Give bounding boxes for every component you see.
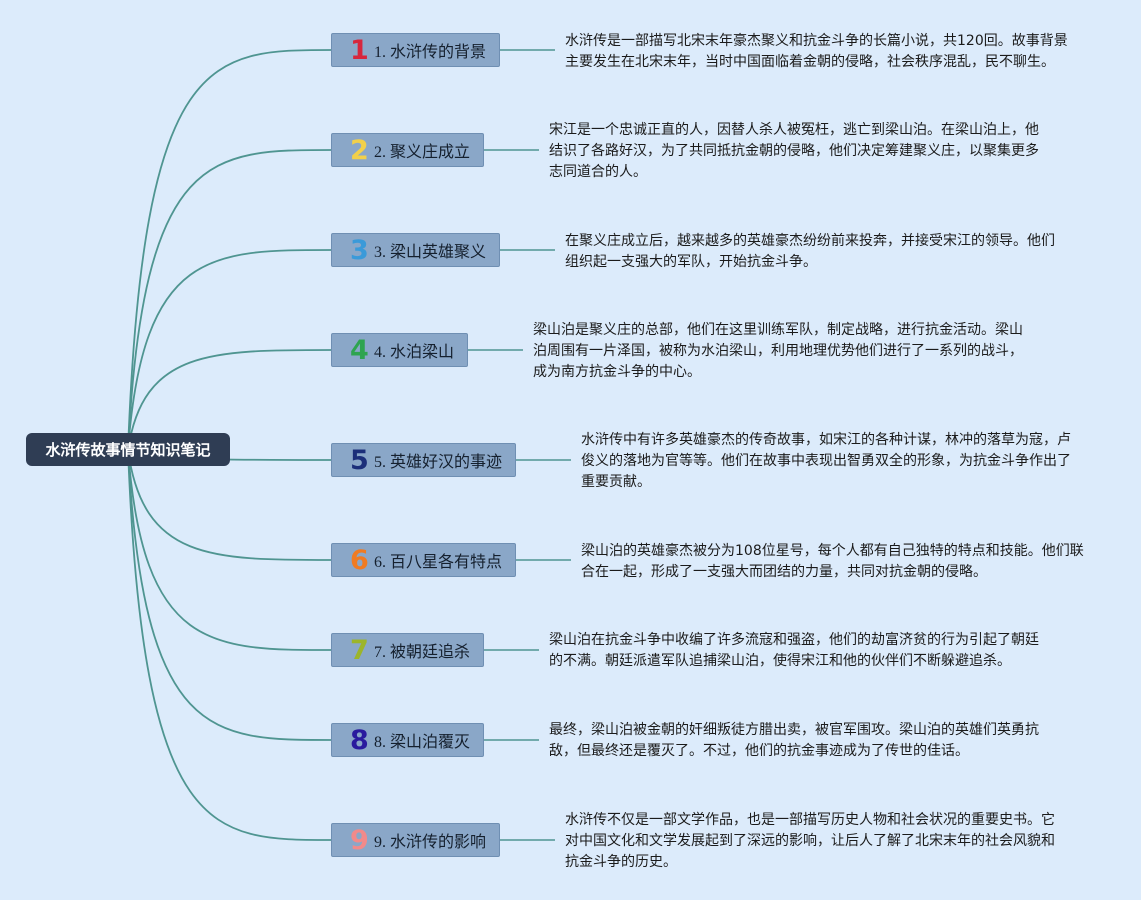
branch-description-2: 宋江是一个忠诚正直的人，因替人杀人被冤枉，逃亡到梁山泊。在梁山泊上，他结识了各路…	[549, 120, 1039, 183]
number-badge-icon: 7	[350, 634, 369, 666]
branch-title: 9. 水浒传的影响	[374, 834, 487, 851]
description-line: 宋江是一个忠诚正直的人，因替人杀人被冤枉，逃亡到梁山泊。在梁山泊上，他	[549, 122, 1039, 138]
number-badge-icon: 8	[350, 724, 369, 756]
description-line: 组织起一支强大的军队，开始抗金斗争。	[565, 254, 817, 270]
root-title: 水浒传故事情节知识笔记	[45, 441, 211, 459]
branch-title: 4. 水泊梁山	[374, 344, 455, 361]
branch-topic-7[interactable]: 7 7. 被朝廷追杀	[331, 633, 484, 667]
description-line: 合在一起，形成了一支强大而团结的力量，共同对抗金朝的侵略。	[581, 564, 987, 580]
description-line: 结识了各路好汉，为了共同抵抗金朝的侵略，他们决定筹建聚义庄，以聚集更多	[549, 143, 1039, 159]
description-line: 梁山泊的英雄豪杰被分为108位星号，每个人都有自己独特的特点和技能。他们联	[581, 543, 1084, 559]
root-connector-3	[127, 249, 332, 451]
description-line: 梁山泊是聚义庄的总部，他们在这里训练军队，制定战略，进行抗金活动。梁山	[533, 322, 1023, 338]
description-line: 俊义的落地为官等等。他们在故事中表现出智勇双全的形象，为抗金斗争作出了	[581, 453, 1071, 469]
branch-title: 8. 梁山泊覆灭	[374, 734, 471, 751]
branch-title: 2. 聚义庄成立	[374, 144, 471, 161]
description-line: 最终，梁山泊被金朝的奸细叛徒方腊出卖，被官军围攻。梁山泊的英雄们英勇抗	[549, 722, 1039, 738]
root-connector-6	[127, 449, 332, 561]
branch-description-1: 水浒传是一部描写北宋末年豪杰聚义和抗金斗争的长篇小说，共120回。故事背景主要发…	[565, 31, 1068, 73]
root-connector-4	[127, 349, 332, 451]
branch-topic-3[interactable]: 3 3. 梁山英雄聚义	[331, 233, 500, 267]
description-line: 泊周围有一片泽国，被称为水泊梁山，利用地理优势他们进行了一系列的战斗，	[533, 343, 1023, 359]
branch-topic-6[interactable]: 6 6. 百八星各有特点	[331, 543, 516, 577]
branch-title: 6. 百八星各有特点	[374, 554, 503, 571]
branch-title: 7. 被朝廷追杀	[374, 644, 471, 661]
root-connector-8	[127, 449, 332, 741]
description-line: 水浒传不仅是一部文学作品，也是一部描写历史人物和社会状况的重要史书。它	[565, 812, 1055, 828]
description-line: 的不满。朝廷派遣军队追捕梁山泊，使得宋江和他的伙伴们不断躲避追杀。	[549, 653, 1011, 669]
root-connector-2	[127, 149, 332, 451]
description-line: 敌，但最终还是覆灭了。不过，他们的抗金事迹成为了传世的佳话。	[549, 743, 969, 759]
number-badge-icon: 3	[350, 234, 369, 266]
branch-description-9: 水浒传不仅是一部文学作品，也是一部描写历史人物和社会状况的重要史书。它对中国文化…	[565, 810, 1055, 873]
branch-topic-4[interactable]: 4 4. 水泊梁山	[331, 333, 468, 367]
branch-title: 3. 梁山英雄聚义	[374, 244, 487, 261]
number-badge-icon: 4	[350, 334, 369, 366]
branch-description-5: 水浒传中有许多英雄豪杰的传奇故事，如宋江的各种计谋，林冲的落草为寇，卢俊义的落地…	[581, 430, 1071, 493]
branch-topic-5[interactable]: 5 5. 英雄好汉的事迹	[331, 443, 516, 477]
number-badge-icon: 5	[350, 444, 369, 476]
branch-description-4: 梁山泊是聚义庄的总部，他们在这里训练军队，制定战略，进行抗金活动。梁山泊周围有一…	[533, 320, 1023, 383]
number-badge-icon: 1	[350, 34, 369, 66]
description-line: 抗金斗争的历史。	[565, 854, 677, 870]
branch-topic-1[interactable]: 1 1. 水浒传的背景	[331, 33, 500, 67]
description-line: 对中国文化和文学发展起到了深远的影响，让后人了解了北宋末年的社会风貌和	[565, 833, 1055, 849]
description-line: 在聚义庄成立后，越来越多的英雄豪杰纷纷前来投奔，并接受宋江的领导。他们	[565, 233, 1055, 249]
branch-description-7: 梁山泊在抗金斗争中收编了许多流寇和强盗，他们的劫富济贫的行为引起了朝廷的不满。朝…	[549, 630, 1039, 672]
description-line: 梁山泊在抗金斗争中收编了许多流寇和强盗，他们的劫富济贫的行为引起了朝廷	[549, 632, 1039, 648]
branch-topic-8[interactable]: 8 8. 梁山泊覆灭	[331, 723, 484, 757]
description-line: 重要贡献。	[581, 474, 651, 490]
root-connector-9	[127, 449, 332, 841]
description-line: 志同道合的人。	[549, 164, 647, 180]
description-line: 水浒传是一部描写北宋末年豪杰聚义和抗金斗争的长篇小说，共120回。故事背景	[565, 33, 1068, 49]
branch-description-3: 在聚义庄成立后，越来越多的英雄豪杰纷纷前来投奔，并接受宋江的领导。他们组织起一支…	[565, 231, 1055, 273]
number-badge-icon: 2	[350, 134, 369, 166]
description-line: 水浒传中有许多英雄豪杰的传奇故事，如宋江的各种计谋，林冲的落草为寇，卢	[581, 432, 1071, 448]
number-badge-icon: 6	[350, 544, 369, 576]
number-badge-icon: 9	[350, 824, 369, 856]
description-line: 成为南方抗金斗争的中心。	[533, 364, 701, 380]
branch-title: 5. 英雄好汉的事迹	[374, 454, 503, 471]
branch-title: 1. 水浒传的背景	[374, 44, 487, 61]
branch-description-6: 梁山泊的英雄豪杰被分为108位星号，每个人都有自己独特的特点和技能。他们联合在一…	[581, 541, 1084, 583]
root-topic[interactable]: 水浒传故事情节知识笔记	[26, 433, 230, 466]
description-line: 主要发生在北宋末年，当时中国面临着金朝的侵略，社会秩序混乱，民不聊生。	[565, 54, 1055, 70]
branch-topic-2[interactable]: 2 2. 聚义庄成立	[331, 133, 484, 167]
branch-topic-9[interactable]: 9 9. 水浒传的影响	[331, 823, 500, 857]
root-connector-7	[127, 449, 332, 651]
root-connector-1	[127, 49, 332, 451]
branch-description-8: 最终，梁山泊被金朝的奸细叛徒方腊出卖，被官军围攻。梁山泊的英雄们英勇抗敌，但最终…	[549, 720, 1039, 762]
